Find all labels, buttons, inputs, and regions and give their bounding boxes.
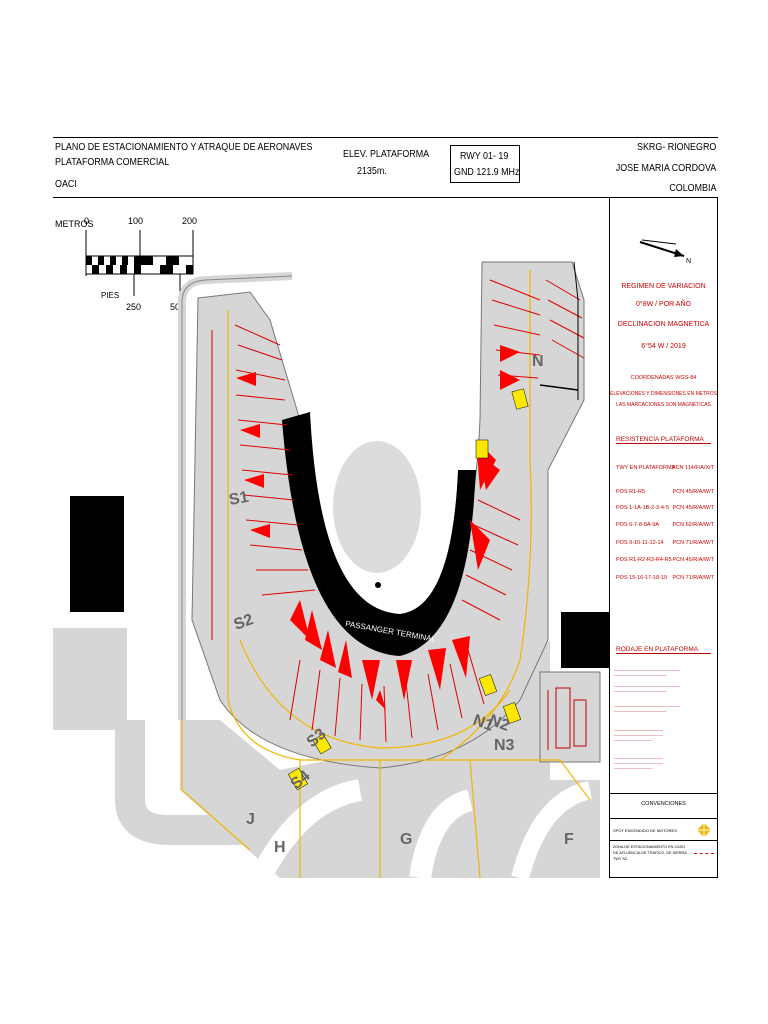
pies-tick-250: 250 bbox=[126, 302, 141, 312]
stands-left bbox=[211, 324, 316, 640]
label-n3: N3 bbox=[494, 737, 515, 754]
resistance-pcn: PCN 62/R/A/W/T bbox=[672, 522, 714, 528]
resistance-pos: POS 6-7-8-8A-9A bbox=[616, 522, 660, 528]
taxi-title: RODAJE EN PLATAFORMA bbox=[616, 646, 711, 654]
conv-engine-spot: SPOT ENCENDIDO DE MOTORES bbox=[613, 828, 677, 833]
road-cut-1 bbox=[250, 779, 363, 884]
coords-note: COORDENADAS WGS-84 bbox=[630, 375, 697, 381]
stands-right bbox=[461, 279, 585, 621]
taxi-note-4: ——————————————————————————————————————— bbox=[614, 728, 663, 742]
elevation-note: ELEVACIONES Y DIMENSIONES EN METROS bbox=[610, 391, 717, 397]
pies-label: PIES bbox=[101, 291, 119, 300]
map-svg: METROS 0 100 200 PIES 250 500 bbox=[53, 216, 609, 884]
label-j: J bbox=[246, 811, 255, 828]
label-h: H bbox=[274, 839, 286, 856]
scale-bar: METROS 0 100 200 PIES 250 500 bbox=[55, 216, 197, 312]
chart-oaci: OACI bbox=[55, 178, 77, 190]
declination-title: DECLINACION MAGNETICA bbox=[617, 321, 710, 328]
overflow-zone-line bbox=[694, 853, 714, 854]
label-n: N bbox=[532, 353, 544, 370]
apron-map: METROS 0 100 200 PIES 250 500 bbox=[53, 198, 609, 884]
pies-tick-500: 500 bbox=[170, 302, 185, 312]
metros-tick-0: 0 bbox=[84, 216, 89, 226]
frequency-box: RWY 01- 19 GND 121.9 MHz bbox=[450, 145, 520, 183]
label-f: F bbox=[564, 831, 574, 848]
engine-spot-icon bbox=[697, 823, 711, 837]
taxi-note-2: —————————————————————————————————— bbox=[614, 684, 681, 693]
building-grey bbox=[53, 628, 127, 730]
resistance-pos: POS 15-16-17-18-19 bbox=[616, 575, 668, 581]
remote-stands bbox=[547, 687, 587, 750]
variation-title: REGIMEN DE VARIACION bbox=[621, 283, 706, 290]
taxi-note-3: —————————————————————————————————— bbox=[614, 704, 681, 713]
resistance-pcn: PCN 45/R/A/W/T bbox=[672, 489, 714, 495]
taxi-note-1: —————————————————————————————————— bbox=[614, 668, 681, 677]
road-cut-3 bbox=[511, 781, 593, 881]
country: COLOMBIA bbox=[668, 182, 716, 194]
resistance-pcn: PCN 45/R/A/W/T bbox=[672, 557, 714, 563]
resistance-pos: POS 9-10-11-12-14 bbox=[616, 540, 664, 546]
label-s2: S2 bbox=[232, 611, 256, 634]
label-s1: S1 bbox=[228, 489, 250, 509]
resistance-pos: POS R1-R5 bbox=[616, 489, 646, 495]
metros-tick-200: 200 bbox=[182, 216, 197, 226]
chart-subtitle: PLATAFORMA COMERCIAL bbox=[55, 156, 170, 168]
terminal-courtyard bbox=[333, 441, 421, 573]
conventions-title: CONVENCIONES bbox=[641, 801, 686, 807]
stand-markers-bottom bbox=[362, 636, 470, 710]
taxi-note-5: ——————————————————————————————————————— bbox=[614, 756, 663, 770]
courtyard-dot bbox=[375, 582, 381, 588]
legend-panel: N REGIMEN DE VARIACION 0°8W / POR AÑO DE… bbox=[609, 198, 718, 878]
resistance-title: RESISTENCIA PLATAFORMA bbox=[616, 436, 711, 444]
fence-segment bbox=[539, 384, 579, 391]
terminal-building bbox=[282, 412, 476, 656]
north-arrow-icon: N bbox=[639, 239, 691, 264]
gnd-text: GND 121.9 MHz bbox=[454, 166, 520, 178]
label-n2: N2 bbox=[487, 712, 512, 735]
chart-title: PLANO DE ESTACIONAMIENTO Y ATRAQUE DE AE… bbox=[55, 141, 313, 153]
elev-label: ELEV. PLATAFORMA bbox=[343, 148, 430, 160]
building-black bbox=[70, 496, 124, 612]
legend-divider-3 bbox=[610, 840, 717, 841]
conv-overflow-zone: ZONA DE ESTACIONAMIENTO EN CASO DE AFLUE… bbox=[613, 845, 687, 861]
north-letter: N bbox=[686, 258, 691, 264]
resistance-pos: TWY EN PLATAFORMA bbox=[616, 465, 676, 471]
resistance-pos: POS 1-1A-1B-2-3-4-5 bbox=[616, 505, 669, 511]
header-bottom-rule bbox=[53, 197, 718, 198]
stand-markers-left bbox=[236, 372, 352, 678]
rwy-text: RWY 01- 19 bbox=[460, 150, 509, 162]
header-top-rule bbox=[53, 137, 718, 138]
airport-name: JOSE MARIA CORDOVA bbox=[615, 162, 716, 174]
resistance-pcn: PCN 114/F/A/X/T bbox=[671, 465, 714, 471]
resistance-pos: POS R1-R2-R3-R4-R5 bbox=[616, 557, 672, 563]
declination-value: 6°54 W / 2019 bbox=[641, 343, 686, 350]
metros-label: METROS bbox=[55, 219, 94, 229]
resistance-pcn: PCN 45/R/A/W/T bbox=[672, 505, 714, 511]
airport-code: SKRG- RIONEGRO bbox=[636, 141, 716, 153]
stand-markers-right bbox=[470, 345, 520, 570]
building-right bbox=[561, 612, 609, 668]
variation-value: 0°8W / POR AÑO bbox=[636, 301, 691, 308]
fence-right bbox=[573, 261, 579, 400]
stands-bottom bbox=[289, 649, 485, 743]
road-sw bbox=[115, 720, 300, 845]
legend-divider-2 bbox=[610, 818, 717, 819]
metros-tick-100: 100 bbox=[128, 216, 143, 226]
resistance-pcn: PCN 71/R/A/W/T bbox=[672, 540, 714, 546]
resistance-pcn: PCN 71/R/A/W/T bbox=[672, 575, 714, 581]
engine-spots bbox=[287, 388, 529, 791]
label-g: G bbox=[400, 831, 412, 848]
legend-divider-1 bbox=[610, 793, 717, 794]
road-cut-2 bbox=[409, 789, 474, 880]
elev-value: 2135m. bbox=[357, 165, 387, 177]
service-road-edge bbox=[181, 275, 293, 720]
label-n1: N1 bbox=[471, 712, 496, 735]
bearing-note: LAS MARCACIONES SON MAGNETICAS bbox=[616, 402, 711, 408]
